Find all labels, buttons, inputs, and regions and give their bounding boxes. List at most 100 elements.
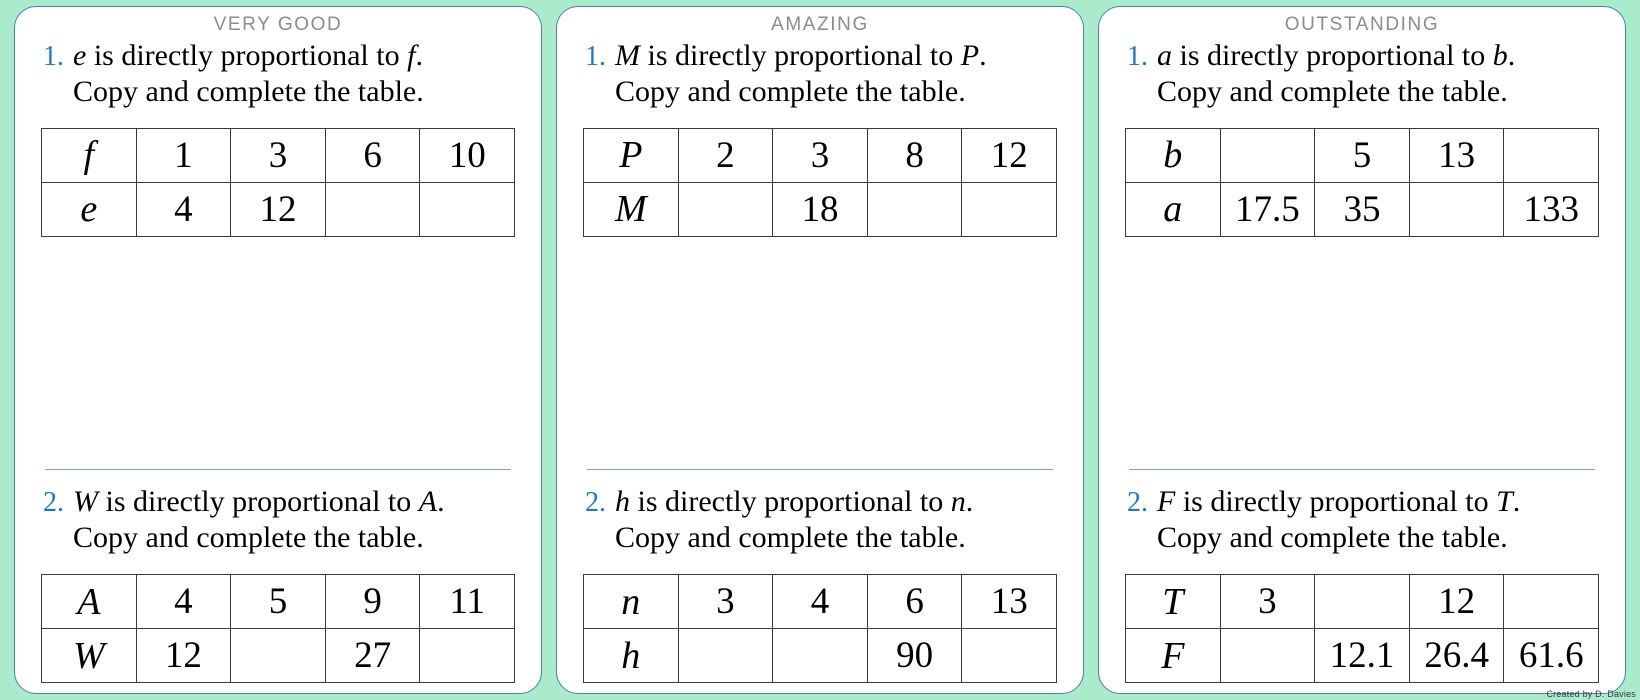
table-cell[interactable]: 133: [1503, 181, 1599, 237]
variable-symbol-2: P: [960, 38, 980, 72]
table-cell[interactable]: 3: [1219, 574, 1316, 629]
proportion-table: f 1 3 6 10 e 4 12: [41, 127, 515, 237]
question-heading: 1. e is directly proportional to f. Copy…: [33, 38, 523, 110]
question-line-2: Copy and complete the table.: [1157, 74, 1508, 108]
question-block: 1. a is directly proportional to b. Copy…: [1117, 38, 1607, 237]
table-cell[interactable]: 13: [1408, 127, 1505, 183]
proportion-table: b 5 13 a 17.5 35 133: [1125, 127, 1599, 237]
table-holder: f 1 3 6 10 e 4 12: [33, 127, 523, 237]
table-cell[interactable]: 11: [419, 574, 515, 629]
table-holder: n 3 4 6 13 h 90: [575, 574, 1065, 683]
variable-symbol: e: [73, 38, 87, 72]
spacer: [575, 237, 1065, 469]
question-period: .: [1512, 485, 1521, 518]
table-holder: b 5 13 a 17.5 35 133: [1117, 127, 1607, 237]
row-label: e: [41, 181, 137, 237]
question-block: 1. e is directly proportional to f. Copy…: [33, 38, 523, 237]
table-cell[interactable]: [230, 628, 326, 683]
table-cell[interactable]: 3: [677, 574, 774, 629]
table-row: e 4 12: [41, 181, 515, 237]
question-connector: is directly proportional to: [640, 38, 961, 72]
table-cell[interactable]: 3: [772, 127, 868, 183]
table-cell[interactable]: 4: [135, 181, 232, 237]
table-cell[interactable]: [961, 628, 1057, 683]
question-line-2: Copy and complete the table.: [73, 74, 424, 108]
table-cell[interactable]: 4: [135, 574, 232, 629]
variable-symbol: h: [615, 485, 630, 518]
question-divider: [1129, 469, 1595, 470]
table-cell[interactable]: 12.1: [1314, 628, 1410, 683]
table-cell[interactable]: 3: [230, 127, 326, 183]
variable-symbol: W: [73, 485, 98, 518]
table-cell[interactable]: [1503, 127, 1599, 183]
proportion-table: T 3 12 F 12.1 26.4 61.6: [1125, 574, 1599, 683]
table-cell[interactable]: [419, 181, 515, 237]
table-cell[interactable]: 12: [135, 628, 232, 683]
question-number: 1.: [1127, 40, 1148, 72]
table-cell[interactable]: 27: [324, 628, 421, 683]
table-cell[interactable]: [1219, 127, 1316, 183]
question-text: W is directly proportional to A. Copy an…: [73, 484, 523, 556]
question-line-2: Copy and complete the table.: [73, 521, 424, 554]
question-period: .: [979, 38, 987, 72]
row-label: P: [583, 127, 679, 183]
table-cell[interactable]: 4: [772, 574, 868, 629]
variable-symbol-2: f: [407, 38, 416, 72]
row-label: F: [1125, 628, 1221, 683]
row-label: A: [41, 574, 137, 629]
question-line-1: e is directly proportional to f.: [73, 39, 423, 72]
table-cell[interactable]: 90: [866, 628, 963, 683]
table-cell[interactable]: [1314, 574, 1410, 629]
variable-symbol-2: A: [418, 485, 438, 518]
table-cell[interactable]: 12: [961, 127, 1057, 183]
table-cell[interactable]: [1503, 574, 1599, 629]
table-cell[interactable]: [772, 628, 868, 683]
question-number: 1.: [585, 40, 606, 72]
table-cell[interactable]: 9: [324, 574, 421, 629]
variable-symbol: M: [615, 38, 640, 72]
question-line-1: a is directly proportional to b.: [1157, 39, 1515, 72]
table-cell[interactable]: 12: [230, 181, 326, 237]
question-connector: is directly proportional to: [1175, 485, 1497, 518]
question-text: a is directly proportional to b. Copy an…: [1157, 38, 1607, 110]
question-connector: is directly proportional to: [86, 38, 408, 72]
table-cell[interactable]: 12: [1408, 574, 1505, 629]
table-row: P 2 3 8 12: [583, 127, 1057, 183]
question-text: e is directly proportional to f. Copy an…: [73, 38, 523, 110]
table-row: b 5 13: [1125, 127, 1599, 183]
question-line-1: W is directly proportional to A.: [73, 485, 445, 518]
table-cell[interactable]: [961, 181, 1057, 237]
table-row: W 12 27: [41, 628, 515, 683]
table-cell[interactable]: 2: [677, 127, 774, 183]
table-cell[interactable]: [419, 628, 515, 683]
table-cell[interactable]: [677, 628, 774, 683]
table-cell[interactable]: 1: [135, 127, 232, 183]
table-cell[interactable]: [324, 181, 421, 237]
table-cell[interactable]: 35: [1314, 181, 1410, 237]
question-line-2: Copy and complete the table.: [615, 74, 966, 108]
table-cell[interactable]: 61.6: [1503, 628, 1599, 683]
table-cell[interactable]: 5: [1314, 127, 1410, 183]
table-cell[interactable]: 13: [961, 574, 1057, 629]
spacer: [33, 237, 523, 469]
question-number: 2.: [43, 487, 64, 518]
table-row: a 17.5 35 133: [1125, 181, 1599, 237]
table-cell[interactable]: [866, 181, 963, 237]
table-cell[interactable]: [1408, 181, 1505, 237]
variable-symbol-2: T: [1496, 485, 1513, 518]
row-label: M: [583, 181, 679, 237]
table-cell[interactable]: 10: [419, 127, 515, 183]
table-cell[interactable]: 26.4: [1408, 628, 1505, 683]
credit-text: Created by D. Davies: [1546, 689, 1636, 699]
table-cell[interactable]: 17.5: [1219, 181, 1316, 237]
row-label: T: [1125, 574, 1221, 629]
question-number: 2.: [585, 487, 606, 518]
table-cell[interactable]: [1219, 628, 1316, 683]
table-cell[interactable]: 6: [866, 574, 963, 629]
question-line-2: Copy and complete the table.: [1157, 521, 1508, 554]
table-cell[interactable]: 18: [772, 181, 868, 237]
table-cell[interactable]: 8: [866, 127, 963, 183]
table-cell[interactable]: [677, 181, 774, 237]
table-cell[interactable]: 5: [230, 574, 326, 629]
table-cell[interactable]: 6: [324, 127, 421, 183]
